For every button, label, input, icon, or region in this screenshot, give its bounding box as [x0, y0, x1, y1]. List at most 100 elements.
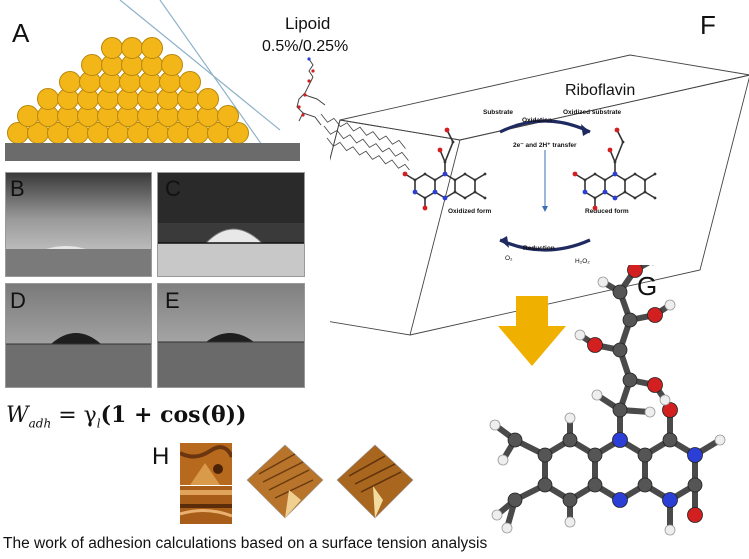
atom	[612, 402, 628, 418]
atom	[664, 299, 676, 311]
atom	[662, 492, 678, 508]
atom	[659, 394, 671, 406]
atom	[612, 284, 628, 300]
oxidized-form-label: Oxidized form	[448, 208, 492, 215]
box-outline	[330, 54, 749, 336]
atom	[562, 432, 578, 448]
lipid-tails	[320, 113, 410, 170]
equation-w-subscript: adh	[28, 416, 52, 431]
atom	[612, 432, 628, 448]
transfer-label: 2e⁻ and 2H⁺ transfer	[513, 142, 577, 149]
atom	[489, 419, 501, 431]
atom	[612, 342, 628, 358]
sphere-droplet-illustration	[5, 0, 300, 161]
atom	[687, 447, 703, 463]
panel-label-b: B	[10, 176, 25, 201]
lipoid-concentration: 0.5%/0.25%	[262, 38, 349, 55]
riboflavin-redox-box	[330, 54, 749, 336]
panel-label-d: D	[10, 288, 26, 313]
sphere	[37, 88, 59, 110]
riboflavin-title: Riboflavin	[565, 82, 636, 99]
lipoid-label: Lipoid	[285, 14, 331, 33]
oxidation-arc	[499, 119, 591, 134]
substrate-label: Substrate	[483, 109, 513, 116]
oxidized-riboflavin-molecule	[402, 127, 487, 211]
atom	[687, 507, 703, 523]
sphere	[17, 105, 39, 127]
lipoid-molecule-illustration	[296, 57, 410, 170]
sphere-cluster	[7, 37, 249, 144]
panel-label-a: A	[12, 18, 30, 48]
equation-gamma: = γ	[58, 403, 97, 428]
atom	[564, 516, 576, 528]
atom	[622, 312, 638, 328]
oxidation-label: Oxidation	[522, 117, 552, 124]
atom	[537, 477, 553, 493]
equation-gamma-subscript: l	[96, 416, 101, 431]
atom	[597, 276, 609, 288]
atom	[687, 477, 703, 493]
atom	[497, 454, 509, 466]
panel-label-c: C	[165, 176, 181, 201]
panel-label-e: E	[165, 288, 180, 313]
o2-label: O₂	[505, 255, 513, 262]
sphere	[197, 88, 219, 110]
atom	[587, 447, 603, 463]
tangent-line-2	[119, 0, 281, 131]
panel-label-f: F	[700, 10, 716, 40]
sphere	[179, 71, 201, 93]
atom	[662, 432, 678, 448]
sphere	[141, 37, 163, 59]
atom	[662, 402, 678, 418]
atom	[591, 389, 603, 401]
yellow-down-arrow	[498, 296, 566, 366]
reduced-riboflavin-molecule	[572, 127, 657, 211]
atom	[644, 406, 656, 418]
atom	[647, 377, 663, 393]
sphere	[217, 105, 239, 127]
atom	[501, 522, 513, 534]
oxidized-substrate-label: Oxidized substrate	[563, 109, 622, 116]
panel-label-g: G	[637, 271, 658, 301]
afm-image-3d-left	[246, 444, 324, 519]
reduced-form-label: Reduced form	[585, 208, 629, 215]
arrow-shape	[498, 296, 566, 366]
riboflavin-cycle-diagram: Substrate Oxidized substrate Oxidation 2…	[402, 109, 657, 265]
tangent-line-1	[159, 0, 263, 146]
atom	[664, 524, 676, 536]
figure-caption: The work of adhesion calculations based …	[3, 535, 488, 552]
riboflavin-3d-molecule	[489, 265, 726, 536]
atom	[612, 492, 628, 508]
contact-angle-photo-c	[157, 172, 305, 277]
h2o2-label: H₂O₂	[575, 258, 590, 265]
afm-image-3d-right	[336, 444, 414, 519]
afm-image-2d-bottom	[180, 486, 232, 524]
atom	[714, 434, 726, 446]
atom	[637, 477, 653, 493]
sphere	[161, 54, 183, 76]
substrate-bar	[5, 143, 300, 161]
contact-angle-photo-b	[5, 172, 152, 277]
panel-label-h: H	[152, 443, 170, 470]
atom	[587, 337, 603, 353]
adhesion-equation: Wadh = γl(1 + cos(θ))	[6, 402, 246, 430]
atom	[491, 509, 503, 521]
atom	[507, 492, 523, 508]
equation-tail: (1 + cos(θ))	[100, 402, 247, 428]
contact-angle-photo-e	[157, 283, 305, 388]
equation-w: W	[6, 403, 29, 428]
atom	[647, 307, 663, 323]
sphere	[101, 37, 123, 59]
atom	[537, 447, 553, 463]
atom	[564, 412, 576, 424]
sphere	[121, 37, 143, 59]
sphere	[81, 54, 103, 76]
atom	[637, 447, 653, 463]
contact-angle-photo-d	[5, 283, 152, 388]
atom	[562, 492, 578, 508]
atom	[587, 477, 603, 493]
reduction-arc	[499, 238, 591, 252]
reduction-label: Reduction	[523, 245, 555, 252]
afm-image-2d-top	[180, 443, 232, 485]
atom	[622, 372, 638, 388]
